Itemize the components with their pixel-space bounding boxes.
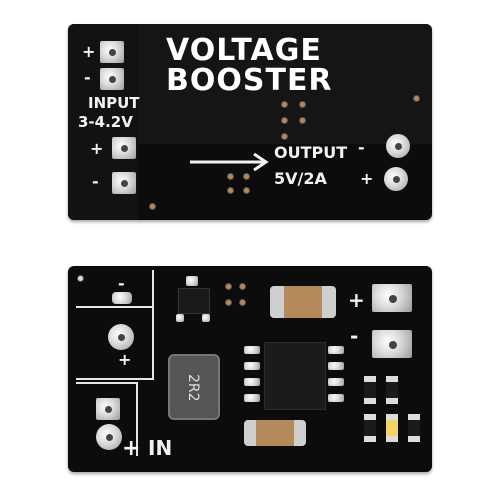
- smd-resistor: [386, 376, 398, 404]
- output-plus-pad: [384, 167, 408, 191]
- smd-resistor: [408, 414, 420, 442]
- via: [300, 102, 305, 107]
- via: [282, 102, 287, 107]
- in-plus-sign: +: [122, 436, 141, 461]
- input-minus-pad: [100, 68, 124, 90]
- in-plus-pad: [96, 424, 122, 450]
- via: [228, 174, 233, 179]
- input-label: INPUT: [88, 94, 140, 112]
- via: [300, 118, 305, 123]
- in-minus-pad: [96, 398, 120, 420]
- input-range: 3-4.2V: [78, 113, 133, 131]
- title-line-1: VOLTAGE: [166, 33, 322, 68]
- via: [244, 174, 249, 179]
- bottom-plus-sign: +: [118, 350, 132, 369]
- input-minus-lower-pad: [112, 172, 136, 194]
- out-plus-sign: +: [348, 288, 365, 312]
- out-minus-sign: -: [350, 324, 359, 348]
- out-plus-pad: [372, 284, 412, 312]
- via: [226, 300, 231, 305]
- smd-led: [386, 414, 398, 442]
- via: [228, 188, 233, 193]
- via: [282, 134, 287, 139]
- out-minus-pad: [372, 330, 412, 358]
- via: [150, 204, 155, 209]
- via: [78, 276, 83, 281]
- via: [282, 118, 287, 123]
- via: [240, 300, 245, 305]
- inductor: 2R2: [168, 354, 220, 420]
- bottom-minus-sign: -: [118, 274, 125, 293]
- inductor-marking: 2R2: [185, 374, 201, 402]
- input-minus-lower-sign: -: [92, 172, 99, 191]
- smd-resistor: [364, 414, 376, 442]
- via: [240, 284, 245, 289]
- capacitor-top: [270, 286, 336, 318]
- title-line-2: BOOSTER: [166, 63, 333, 98]
- top-pcb-board: VOLTAGE BOOSTER + - INPUT 3-4.2V + - OUT…: [68, 24, 432, 220]
- via: [414, 96, 419, 101]
- output-minus-sign: -: [358, 138, 365, 157]
- bottom-pcb-board: - + + IN + - 2R2: [68, 266, 432, 472]
- input-plus-lower-sign: +: [90, 139, 104, 158]
- input-plus-lower-pad: [112, 137, 136, 159]
- bottom-minus-pad: [112, 292, 132, 304]
- in-label: IN: [148, 436, 173, 460]
- via: [244, 188, 249, 193]
- output-rating: 5V/2A: [274, 169, 327, 188]
- input-minus-top-sign: -: [84, 68, 91, 87]
- input-plus-pad: [100, 41, 124, 63]
- capacitor-bottom: [244, 420, 306, 446]
- ic-chip: [264, 342, 326, 410]
- direction-arrow-icon: [190, 152, 269, 172]
- output-plus-sign: +: [360, 169, 374, 188]
- bottom-plus-pad: [108, 324, 134, 350]
- sot23-transistor: [178, 288, 210, 314]
- via: [226, 284, 231, 289]
- input-plus-top-sign: +: [82, 42, 96, 61]
- output-label: OUTPUT: [274, 143, 348, 162]
- smd-resistor: [364, 376, 376, 404]
- output-minus-pad: [386, 134, 410, 158]
